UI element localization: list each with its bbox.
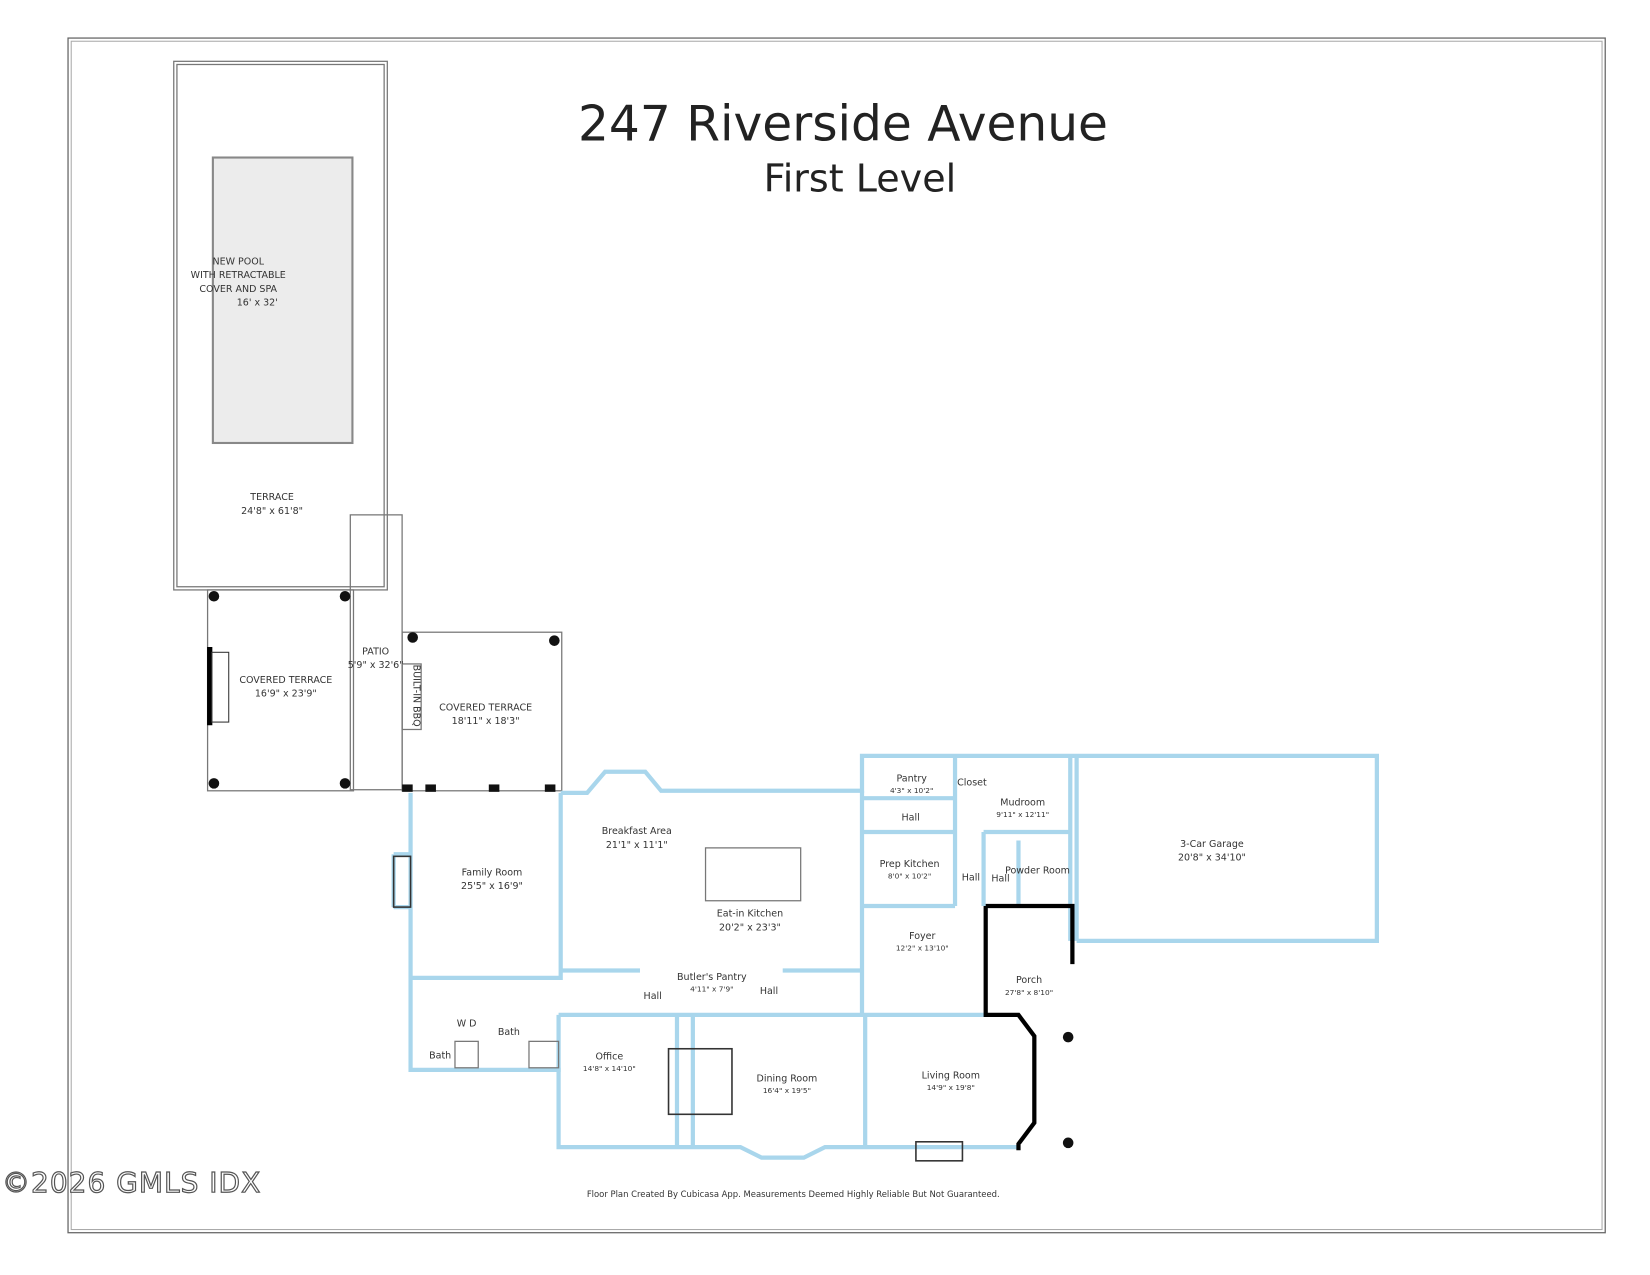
room-label: Powder Room — [1005, 865, 1070, 876]
outdoor-areas — [173, 60, 1074, 1149]
room-label: Hall — [991, 874, 1009, 885]
room-label: Closet — [957, 778, 987, 789]
room-label: Hall — [962, 873, 980, 884]
page-frame — [67, 37, 1606, 1234]
pool — [211, 156, 354, 445]
room-label: BUILT-IN BBQ — [411, 665, 422, 727]
room-label: Hall — [902, 812, 920, 823]
plan-title: 247 Riverside Avenue — [578, 97, 1108, 153]
room-label: Bath — [429, 1050, 451, 1061]
room-label: W D — [457, 1019, 477, 1030]
room-label: Hall — [760, 986, 778, 997]
room-label: Bath — [498, 1027, 520, 1038]
disclaimer: Floor Plan Created By Cubicasa App. Meas… — [587, 1189, 1000, 1199]
page-frame-inner — [70, 40, 1603, 1231]
interior-walls — [391, 753, 1379, 1162]
plan-subtitle: First Level — [764, 156, 957, 200]
room-label: Hall — [644, 991, 662, 1002]
watermark: ©2026 GMLS IDX — [1, 1165, 262, 1199]
